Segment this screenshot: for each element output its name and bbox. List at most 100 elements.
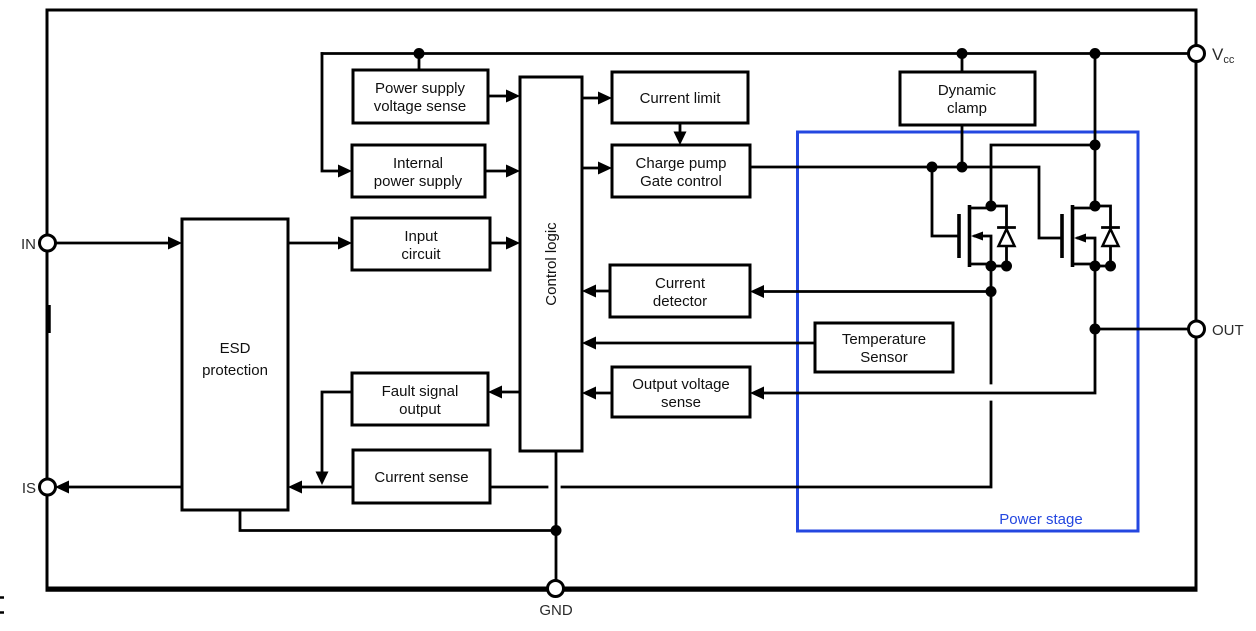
charge-pump-label-line1: Charge pump — [636, 155, 727, 172]
temperature-sensor-box — [813, 321, 955, 374]
junction-dot — [413, 48, 425, 59]
charge-pump-gate-control-box — [610, 143, 752, 199]
arrowhead-icon — [506, 236, 520, 250]
control-logic-label: Control logic — [543, 222, 560, 306]
arrowhead-icon — [582, 284, 596, 298]
mosfet-right-body-diode-icon — [1100, 226, 1121, 248]
is-pin — [38, 477, 57, 497]
blocks: ESD protection Power supply voltage sens… — [180, 68, 1037, 512]
out-pin-label: OUT — [1212, 322, 1244, 339]
output-voltage-sense-box — [610, 365, 752, 419]
arrowhead-icon — [168, 236, 182, 250]
current-limit-label: Current limit — [640, 90, 722, 107]
arrowhead-icon — [582, 336, 596, 350]
mosfet-right-body-lead — [1076, 236, 1097, 266]
arrowhead-icon — [598, 161, 612, 175]
junction-dot — [926, 161, 938, 173]
current-limit-box — [610, 70, 750, 125]
internal-power-supply-box — [350, 143, 487, 199]
power-supply-voltage-sense-block: Power supply voltage sense — [351, 68, 490, 125]
junction-dot — [985, 286, 997, 297]
esd-protection-label-line1: ESD — [220, 340, 251, 357]
arrowhead-icon — [506, 89, 520, 103]
arrowhead-icon — [750, 285, 764, 298]
junction-dot — [1089, 260, 1101, 272]
junction-dot — [1089, 323, 1101, 335]
current-sense-label: Current sense — [374, 469, 468, 486]
temperature-sensor-label-line2: Sensor — [860, 349, 908, 366]
temperature-sensor-block: Temperature Sensor — [813, 321, 955, 374]
internal-power-supply-block: Internal power supply — [350, 143, 487, 199]
wire-rail-to-internal-supply — [320, 52, 346, 173]
fault-signal-output-label-line2: output — [399, 401, 442, 418]
output-voltage-sense-block: Output voltage sense — [610, 365, 752, 419]
control-logic-box — [518, 75, 584, 453]
input-circuit-block: Input circuit — [350, 216, 492, 272]
fault-signal-output-block: Fault signal output — [350, 371, 490, 427]
pins — [38, 44, 1206, 598]
in-pin — [38, 233, 57, 253]
wire-fault-to-is-line — [320, 390, 354, 474]
power-supply-voltage-sense-label-line1: Power supply — [375, 80, 466, 97]
arrowhead-icon — [338, 164, 352, 178]
gnd-pin — [546, 579, 565, 598]
current-detector-block: Current detector — [608, 263, 752, 319]
junction-dot — [1089, 200, 1101, 212]
wire-left-source-to-sense — [560, 400, 993, 489]
junction-dot — [1089, 48, 1101, 59]
vcc-pin — [1187, 44, 1206, 63]
input-circuit-box — [350, 216, 492, 272]
artifacts — [0, 305, 51, 614]
arrowhead-icon — [55, 480, 69, 494]
junction-dot — [550, 525, 562, 536]
wire-out-to-output-sense — [755, 327, 1097, 395]
mosfet-left-body-diode-icon — [996, 226, 1017, 248]
dynamic-clamp-label-line1: Dynamic — [938, 82, 997, 99]
mosfet-right — [1060, 204, 1121, 268]
arrowhead-icon — [582, 386, 596, 400]
vcc-pin-label: Vcc — [1212, 45, 1235, 66]
arrowhead-icon — [488, 385, 502, 399]
arrowhead-icon — [750, 386, 764, 400]
junction-dot — [956, 48, 968, 59]
arrowhead-icon — [338, 236, 352, 250]
dynamic-clamp-block: Dynamic clamp — [898, 70, 1037, 127]
power-stage-label: Power stage — [999, 511, 1082, 528]
junction-dot — [1089, 139, 1101, 151]
temperature-sensor-label-line1: Temperature — [842, 331, 926, 348]
junction-dot — [1105, 260, 1116, 272]
current-detector-label-line2: detector — [653, 293, 707, 310]
internal-power-supply-label-line2: power supply — [374, 173, 463, 190]
vcc-pin-label-base: V — [1212, 45, 1224, 64]
wire-left-drain-branch — [989, 143, 1097, 208]
wire-gate-drive-rail — [748, 165, 1063, 240]
arrowhead-icon — [673, 131, 687, 145]
fault-signal-output-label-line1: Fault signal — [382, 383, 459, 400]
output-voltage-sense-label-line2: sense — [661, 394, 701, 411]
gnd-pin-label: GND — [539, 602, 573, 619]
esd-protection-label-line2: protection — [202, 362, 268, 379]
arrowhead-icon — [315, 471, 329, 485]
current-sense-block: Current sense — [351, 448, 492, 505]
output-voltage-sense-label-line1: Output voltage — [632, 376, 730, 393]
dynamic-clamp-label-line2: clamp — [947, 100, 987, 117]
wire-esd-to-gnd — [238, 508, 557, 532]
charge-pump-gate-control-block: Charge pump Gate control — [610, 143, 752, 199]
internal-power-supply-label-line1: Internal — [393, 155, 443, 172]
fault-signal-output-box — [350, 371, 490, 427]
current-detector-label-line1: Current — [655, 275, 706, 292]
junction-dot — [1001, 260, 1012, 272]
input-circuit-label-line2: circuit — [401, 246, 441, 263]
current-detector-box — [608, 263, 752, 319]
dynamic-clamp-box — [898, 70, 1037, 127]
arrowhead-icon — [288, 480, 302, 494]
power-supply-voltage-sense-label-line2: voltage sense — [374, 98, 467, 115]
charge-pump-label-line2: Gate control — [640, 173, 722, 190]
pin-labels: IN IS Vcc OUT GND Power stage — [21, 45, 1244, 619]
mosfet-left — [957, 204, 1017, 268]
esd-protection-block: ESD protection — [180, 217, 290, 512]
junction-dot — [985, 200, 997, 212]
mosfet-right-body-arrow-icon — [1074, 233, 1086, 243]
esd-protection-box — [180, 217, 290, 512]
